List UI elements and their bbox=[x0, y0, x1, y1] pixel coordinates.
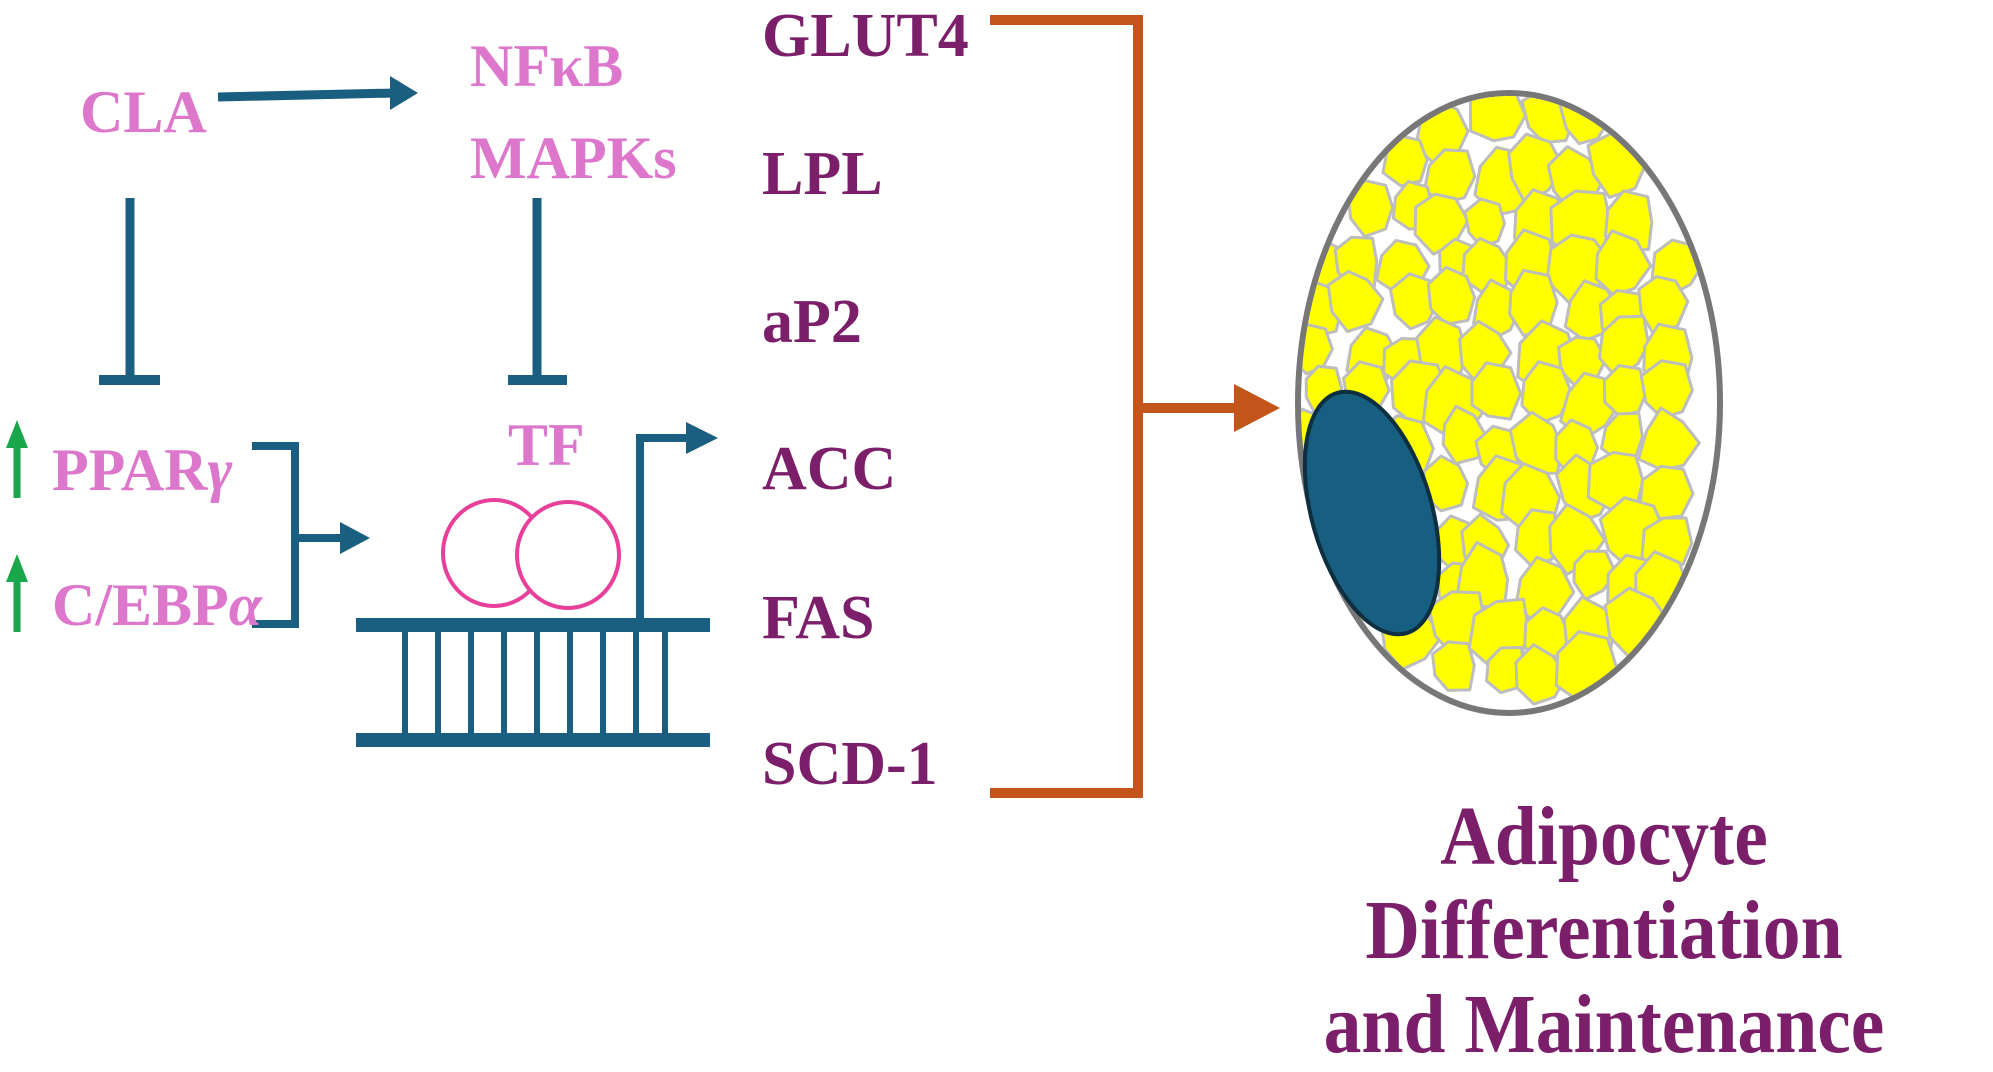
gene-label-fas: FAS bbox=[762, 584, 875, 652]
nfkb-label: NFκB bbox=[470, 33, 624, 99]
outcome-title: Adipocyte Differentiation and Maintenanc… bbox=[1254, 790, 1954, 1072]
nfkb-inhibits-tf-bar bbox=[508, 198, 567, 385]
cla-activates-nfkb-arrow bbox=[217, 76, 418, 110]
ppar-cebp-bracket-arrow bbox=[252, 442, 370, 628]
dna-ladder bbox=[356, 618, 710, 747]
cebp-alpha-label: C/EBPα bbox=[52, 572, 262, 638]
up-arrow-icon bbox=[6, 420, 28, 498]
gene-label-glut4: GLUT4 bbox=[762, 2, 969, 70]
adipocyte-cell-illustration bbox=[1295, 90, 1723, 716]
outcome-title-line-1: Adipocyte Differentiation bbox=[1365, 790, 1843, 978]
gene-label-scd1: SCD-1 bbox=[762, 730, 938, 798]
gene-label-ap2: aP2 bbox=[762, 288, 862, 356]
tf-dimer bbox=[441, 498, 621, 610]
up-arrow-icon bbox=[6, 554, 28, 632]
gene-label-acc: ACC bbox=[762, 435, 897, 503]
mapks-label: MAPKs bbox=[470, 125, 677, 191]
cla-label: CLA bbox=[80, 79, 207, 145]
genes-to-adipocyte-bracket-arrow bbox=[990, 15, 1280, 798]
nucleus bbox=[1302, 389, 1442, 637]
cla-inhibits-ppar-bar bbox=[99, 198, 160, 385]
transcription-start-arrow bbox=[636, 422, 718, 620]
adipogenesis-diagram bbox=[6, 15, 1723, 798]
tf-label: TF bbox=[508, 412, 585, 478]
outcome-title-line-2: and Maintenance bbox=[1323, 978, 1885, 1072]
gene-label-lpl: LPL bbox=[762, 140, 883, 208]
ppar-gamma-label: PPARγ bbox=[52, 437, 233, 503]
